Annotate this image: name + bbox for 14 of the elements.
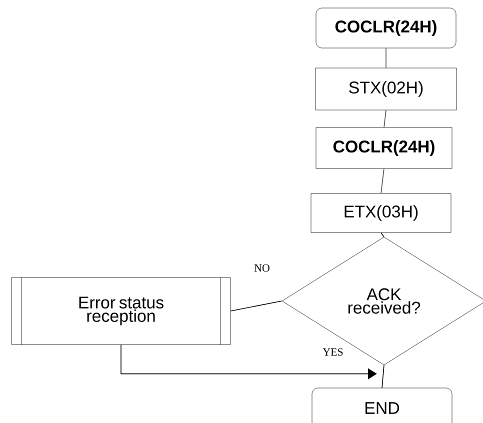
connector-line	[384, 110, 386, 128]
edge-label: YES	[322, 347, 344, 357]
process-box: COCLR(24H)	[316, 127, 452, 169]
connector-line	[382, 364, 384, 388]
arrow	[120, 344, 377, 380]
terminal-box: COCLR(24H)	[316, 8, 456, 48]
connector-line	[230, 300, 282, 312]
subroutine-box: Error status reception	[11, 277, 231, 345]
process-box: ETX(03H)	[310, 193, 452, 233]
edge-label: NO	[253, 263, 271, 273]
terminal-box: END	[312, 388, 452, 423]
process-box: STX(02H)	[315, 68, 457, 110]
connector-line	[380, 168, 384, 194]
connector-line	[380, 232, 384, 238]
